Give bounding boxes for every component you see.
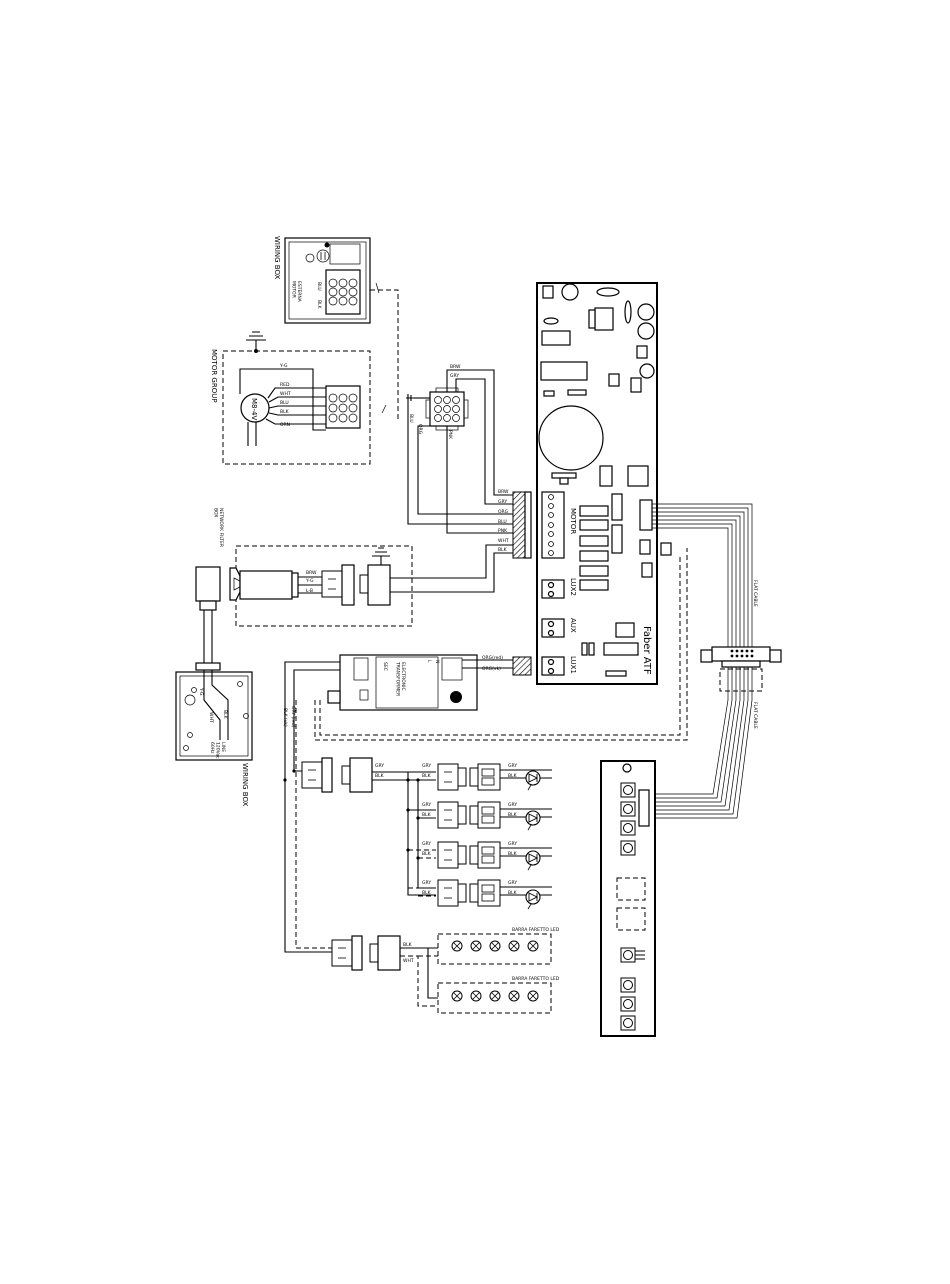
svg-text:BLK: BLK <box>508 851 518 857</box>
svg-text:PNK: PNK <box>498 528 508 534</box>
svg-text:BLK: BLK <box>508 773 518 779</box>
lux2-terminal-label: LUX2 <box>569 578 577 596</box>
motor-model: M8-4V <box>250 398 258 420</box>
lux1-terminal-label: LUX1 <box>569 656 577 674</box>
flat-cable-harness <box>650 503 782 819</box>
electronic-transformer: ELECTRONICTRANSFORMER SEC L N ORG(red) O… <box>327 654 513 711</box>
flat-cable-label-2: FLAT CABLE <box>752 702 758 729</box>
network-filter-label: NETWORK FILTERBOX <box>213 508 224 547</box>
motor-group-label: MOTOR GROUP <box>210 349 218 403</box>
svg-text:Y-G: Y-G <box>279 363 288 369</box>
wiring-box-top-label: WIRING BOX <box>273 236 281 280</box>
svg-text:BLK: BLK <box>508 890 518 896</box>
svg-text:BLU: BLU <box>498 519 507 525</box>
esterna-motor-label: ESTERNAMOTOR <box>291 281 302 303</box>
svg-text:RED: RED <box>280 382 290 388</box>
led-bar-group: BLK WHT BARRA FARETTO LED BARRA FARETTO … <box>331 927 560 1014</box>
svg-text:Y-G: Y-G <box>305 578 314 584</box>
svg-text:N: N <box>434 660 440 663</box>
svg-text:L: L <box>426 660 432 663</box>
wiring-box-bottom: Y-G WHT BLK LINE120Vac60Hz <box>175 670 253 761</box>
svg-text:BRW: BRW <box>450 364 461 370</box>
faber-atf-board: MOTOR LUX2 AUX LUX1 Faber ATF <box>536 282 658 685</box>
svg-text:BLK: BLK <box>222 710 228 720</box>
svg-text:Y-G: Y-G <box>198 687 204 696</box>
ground-symbol-top <box>246 331 266 353</box>
svg-text:BLK: BLK <box>403 942 413 948</box>
svg-text:GRY: GRY <box>422 880 431 886</box>
svg-text:GRY (red): GRY (red) <box>290 706 296 728</box>
svg-text:WHT: WHT <box>208 712 214 723</box>
svg-text:GRY: GRY <box>450 373 459 379</box>
svg-text:ORN: ORN <box>280 422 290 428</box>
svg-text:GRY: GRY <box>422 802 431 808</box>
svg-text:GRY: GRY <box>375 763 384 769</box>
svg-text:GRY: GRY <box>508 880 517 886</box>
svg-text:GRY: GRY <box>498 499 507 505</box>
svg-text:BRW: BRW <box>498 489 509 495</box>
blu-label: BLU <box>316 282 322 291</box>
svg-text:BLK: BLK <box>498 547 508 553</box>
transformer-label: ELECTRONICTRANSFORMER <box>395 661 406 696</box>
svg-text:ORG: ORG <box>498 509 509 515</box>
svg-text:ORG(vk): ORG(vk) <box>482 666 501 672</box>
svg-text:GRY: GRY <box>508 802 517 808</box>
line-supply-label: LINE120Vac60Hz <box>209 742 226 759</box>
svg-text:BLU: BLU <box>408 414 414 423</box>
svg-text:BLK: BLK <box>422 890 432 896</box>
svg-text:PNK: PNK <box>447 430 453 440</box>
svg-text:BLK: BLK <box>422 851 432 857</box>
svg-text:L-B: L-B <box>306 588 313 594</box>
svg-text:BLK: BLK <box>422 773 432 779</box>
svg-text:GRY: GRY <box>508 841 517 847</box>
svg-text:WHT: WHT <box>498 538 509 544</box>
svg-text:BRW: BRW <box>306 570 317 576</box>
svg-text:BLK: BLK <box>422 812 432 818</box>
svg-text:BLK: BLK <box>375 773 385 779</box>
flat-cable-label-1: FLAT CABLE <box>752 580 758 607</box>
led-bar-2-label: BARRA FARETTO LED <box>512 976 560 982</box>
svg-text:GRY: GRY <box>508 763 517 769</box>
svg-text:SEC: SEC <box>382 662 388 671</box>
svg-text:BLK: BLK <box>508 812 518 818</box>
blk-label: BLK <box>316 300 322 310</box>
svg-text:ORG(red): ORG(red) <box>482 655 503 661</box>
svg-text:ORG: ORG <box>417 424 423 435</box>
motor-connector: BLU ORG PNK BRW GRY <box>406 364 469 440</box>
svg-text:GRY: GRY <box>422 763 431 769</box>
wiring-box-bottom-label: WIRING BOX <box>241 763 249 807</box>
svg-text:BLK (vk): BLK (vk) <box>282 708 288 727</box>
network-filter-box: BRW Y-G L-B <box>195 544 513 627</box>
wiring-box-top: BLU BLK ESTERNAMOTOR <box>284 237 371 324</box>
led-bar-1-label: BARRA FARETTO LED <box>512 927 560 933</box>
svg-text:BLK: BLK <box>280 409 290 415</box>
board-title: Faber ATF <box>641 626 652 675</box>
keypad-board <box>600 760 656 1037</box>
lamp-group: GRY BLK GRY BLK GRY BLK GRY BLK GRY BLK … <box>301 757 552 910</box>
motor-terminal-label: MOTOR <box>569 508 577 534</box>
svg-text:WHT: WHT <box>280 391 291 397</box>
aux-terminal-label: AUX <box>569 618 577 633</box>
svg-text:BLU: BLU <box>280 400 289 406</box>
svg-text:WHT: WHT <box>403 958 414 964</box>
svg-text:GRY: GRY <box>422 841 431 847</box>
motor-group: M8-4V Y-G RED WHT BLU BLK ORN <box>222 350 371 465</box>
